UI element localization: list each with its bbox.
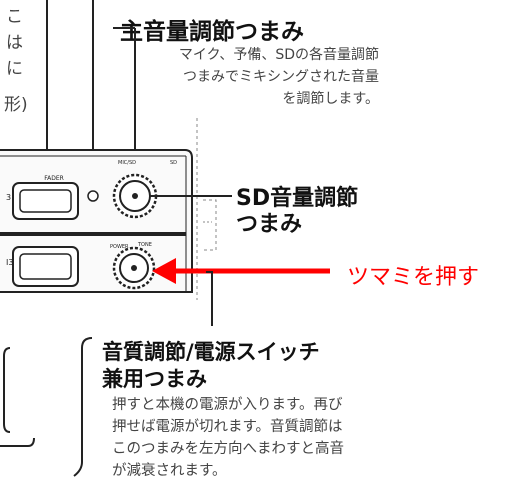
left-brace-lower <box>0 437 35 447</box>
tone-power-leader <box>206 271 213 326</box>
main-volume-line-3: を調節します。 <box>282 91 379 107</box>
tone-label: TONE <box>137 242 152 248</box>
indicator-led <box>87 190 99 202</box>
left-fragment-4: 形) <box>4 95 28 115</box>
fader-label: FADER <box>44 175 64 182</box>
left-brace-upper <box>3 347 11 433</box>
main-volume-title: 主音量調節つまみ <box>120 19 304 45</box>
left-fragment-1: こ <box>6 7 23 27</box>
mic-sd-label: MIC/SD <box>118 160 136 166</box>
lower-button-inner <box>19 253 72 280</box>
left-fragment-3: に <box>6 59 23 79</box>
left-label-1: 3 <box>6 193 11 202</box>
lower-button-outer <box>12 246 79 287</box>
tone-power-title-1: 音質調節/電源スイッチ <box>102 340 320 364</box>
press-knob-callout: ツマミを押す <box>347 265 480 290</box>
red-arrow-head <box>152 258 176 284</box>
power-label: POWER <box>110 244 129 250</box>
sd-label: SD <box>170 160 177 166</box>
sd-volume-title-2: つまみ <box>236 212 303 237</box>
left-label-2: I3 <box>6 258 13 267</box>
sd-volume-title-1: SD音量調節 <box>236 186 359 211</box>
tone-power-bracket <box>73 337 93 477</box>
left-fragment-2: は <box>6 33 23 53</box>
fader-button-outer <box>12 182 79 220</box>
tone-power-line-2: 押せば電源が切れます。音質調節は <box>112 419 343 435</box>
tone-power-line-4: が減衰されます。 <box>112 463 227 479</box>
dashed-guide-bracket <box>203 199 217 251</box>
tone-power-line-3: このつまみを左方向へまわすと高音 <box>112 441 344 457</box>
tone-power-line-1: 押すと本機の電源が入ります。再び <box>112 397 343 413</box>
fader-button-inner <box>19 189 72 213</box>
panel-divider <box>0 232 186 236</box>
tone-knob-center <box>131 265 137 271</box>
main-volume-line-2: つまみでミキシングされた音量 <box>183 69 379 85</box>
main-volume-line-1: マイク、予備、SDの各音量調節 <box>178 47 379 63</box>
tone-power-title-2: 兼用つまみ <box>102 367 207 391</box>
main-volume-knob-center <box>132 193 138 199</box>
